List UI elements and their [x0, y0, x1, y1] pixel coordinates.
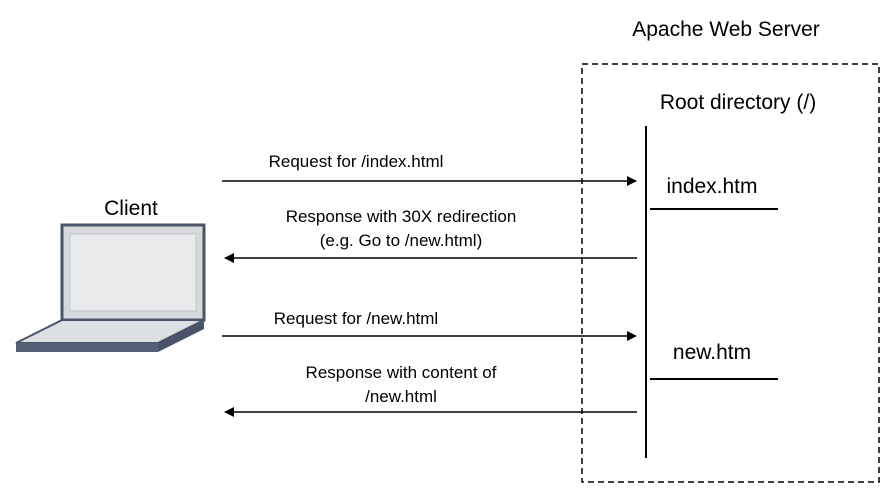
- root-directory-label: Root directory (/): [660, 91, 816, 114]
- message-2-label-line2: (e.g. Go to /new.html): [320, 231, 483, 250]
- laptop-icon: [15, 223, 206, 352]
- server-title: Apache Web Server: [632, 18, 820, 41]
- file-index: index.htm: [666, 175, 757, 198]
- message-2-label-line1: Response with 30X redirection: [286, 207, 517, 226]
- message-4-label-line2: /new.html: [365, 387, 437, 406]
- server-boundary: [581, 63, 880, 483]
- file-new: new.htm: [673, 341, 751, 364]
- message-3-label: Request for /new.html: [274, 309, 438, 328]
- message-1-label: Request for /index.html: [269, 152, 444, 171]
- message-4-label-line1: Response with content of: [306, 363, 497, 382]
- client-label: Client: [104, 197, 158, 220]
